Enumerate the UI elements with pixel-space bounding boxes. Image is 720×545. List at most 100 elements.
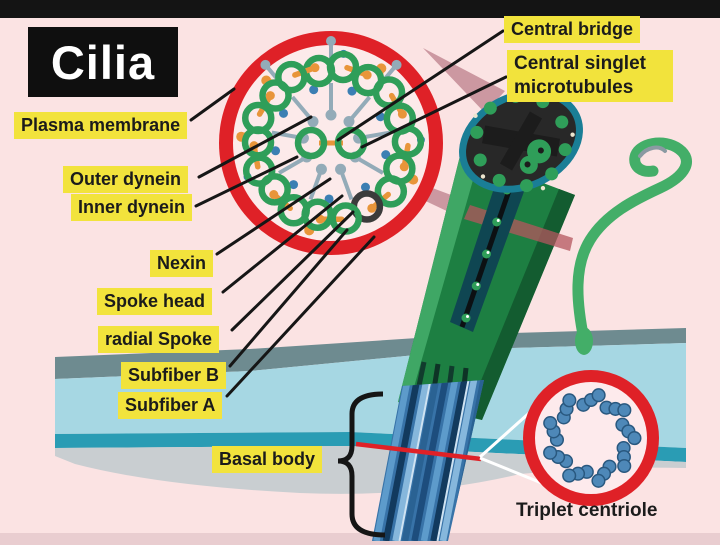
outer-spoke-head: [391, 59, 402, 70]
triplet-bead: [617, 403, 632, 418]
spoke-head: [315, 163, 327, 175]
triplet-bead: [617, 458, 632, 474]
slot-bead: [471, 281, 481, 291]
slot-bead-dot: [486, 251, 490, 254]
cut-face-dot: [524, 161, 531, 168]
cut-face-doublet: [483, 101, 497, 115]
cut-face-cream-dot: [570, 132, 575, 137]
label-central-singlet: Central singlet microtubules: [507, 50, 673, 102]
cut-face-doublet: [558, 143, 572, 157]
inner-dynein-dot: [289, 180, 299, 190]
slot-bead-dot: [476, 283, 480, 286]
microtubule-doublet-ring: [258, 173, 291, 206]
triplet-bead: [543, 445, 558, 460]
cut-face-doublet: [545, 167, 559, 181]
label-inner-dynein: Inner dynein: [71, 194, 193, 221]
magnifier-line-lower: [479, 456, 550, 488]
slot-bead: [461, 313, 471, 323]
label-plasma-membrane: Plasma membrane: [14, 112, 188, 139]
cut-face-cream-dot: [540, 185, 546, 191]
basal-stripe: [373, 380, 411, 541]
cut-face-dot: [537, 147, 544, 154]
plasma-membrane-line: [189, 87, 236, 122]
label-subfiber-b: Subfiber B: [121, 362, 227, 389]
basal-stripe: [430, 380, 468, 541]
basal-stripe: [439, 380, 478, 541]
nexin-link-blob: [399, 162, 409, 172]
microtubule-doublet-ring: [275, 60, 308, 94]
radial-spoke: [278, 157, 304, 175]
label-basal-body: Basal body: [212, 446, 323, 473]
nexin-link-blob: [310, 63, 320, 73]
cut-face-cream-dot: [473, 113, 478, 118]
label-nexin: Nexin: [150, 250, 214, 277]
triplet-bead: [562, 468, 577, 483]
page-title: Cilia: [28, 27, 178, 97]
basal-stripe-highlight: [398, 380, 432, 541]
microtubule-doublet-ring: [326, 50, 360, 84]
radial-spoke: [340, 173, 354, 201]
spoke-head: [335, 163, 347, 175]
nexin-line: [215, 177, 332, 256]
nexin-link-blob: [367, 203, 377, 213]
radial-spoke: [290, 95, 312, 120]
flagellum-squiggle: [572, 137, 692, 355]
subfiber-a-line: [225, 235, 376, 398]
radial-spoke: [350, 95, 372, 120]
nexin-link-blob: [265, 91, 275, 101]
outer-spoke-head: [326, 36, 336, 46]
central-bridge-line: [336, 29, 505, 142]
magnifier-beam-upper: [423, 48, 505, 113]
triplet-bead: [562, 393, 577, 408]
inner-dynein-dot: [324, 194, 334, 204]
label-spoke-head: Spoke head: [97, 288, 213, 315]
inner-dynein-dot: [381, 150, 391, 160]
slot-bead-dot: [466, 315, 469, 318]
cut-face: [459, 87, 583, 193]
membrane-teal-stripe: [55, 432, 686, 462]
triplet-bead: [591, 388, 606, 403]
inner-dynein-dot: [279, 108, 289, 118]
cut-face-doublet: [492, 173, 506, 187]
radial-spoke: [363, 130, 391, 140]
triplet-bead: [591, 473, 606, 488]
microtubule-doublet-ring: [374, 175, 408, 208]
radial-spoke: [358, 157, 384, 175]
triplet-beads: [543, 388, 642, 488]
nexin-link-blob: [362, 70, 372, 80]
shaft-highlight: [398, 152, 479, 402]
axoneme-cross-section: [219, 31, 443, 255]
cut-face-doublet: [519, 179, 533, 193]
basal-body-brace: [337, 391, 386, 538]
nexin-link-blob: [269, 190, 279, 200]
basal-stripe: [411, 380, 449, 541]
inner-dynein-dot: [271, 146, 281, 156]
shaft-shadow: [467, 189, 575, 420]
section-line: [355, 441, 482, 462]
central-singlet-microtubule: [294, 126, 328, 160]
cut-face-bar: [499, 111, 543, 171]
basal-stripe: [392, 380, 430, 541]
radial-spoke: [271, 130, 299, 140]
cut-face-doublet: [473, 153, 487, 167]
central-singlet-line: [360, 75, 508, 149]
cut-face-cream-dot: [480, 174, 486, 179]
inner-dynein-dot: [360, 182, 370, 192]
outer-dynein-line: [197, 115, 313, 179]
label-subfiber-a: Subfiber A: [118, 392, 223, 419]
spoke-head-line: [221, 194, 344, 294]
label-central-bridge: Central bridge: [504, 16, 641, 43]
slot-bead: [492, 217, 502, 227]
outer-spoke-head: [260, 59, 271, 70]
cut-face-doublet: [470, 125, 484, 139]
inner-dynein-dot: [347, 86, 357, 96]
label-triplet-centriole: Triplet centriole: [516, 500, 658, 521]
basal-stripe-highlight: [436, 380, 470, 541]
subfiber-b-line: [228, 228, 349, 368]
microtubule-doublet-ring: [241, 101, 275, 135]
triplet-centriole-inset: [523, 370, 659, 506]
slot-bead: [482, 249, 491, 259]
nexin-link-blob: [397, 109, 407, 119]
